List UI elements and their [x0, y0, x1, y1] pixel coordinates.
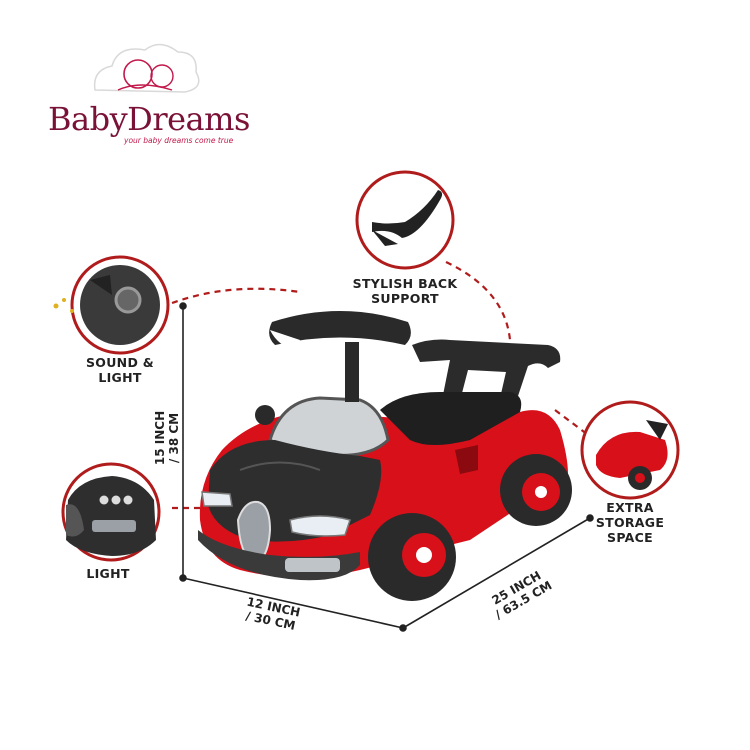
sound-light-text: SOUND & LIGHT	[86, 355, 154, 385]
light-label: LIGHT	[80, 566, 136, 581]
storage-callout	[580, 400, 680, 500]
callout-connectors	[171, 261, 593, 510]
dimension-lines	[179, 302, 594, 632]
back-support-label: STYLISH BACK SUPPORT	[340, 276, 470, 306]
music-note-icon	[53, 298, 74, 313]
back-support-callout	[355, 170, 455, 270]
brand-tagline: your baby dreams come true	[124, 136, 234, 145]
storage-text: EXTRA STORAGE SPACE	[595, 500, 665, 545]
storage-label: EXTRA STORAGE SPACE	[570, 500, 690, 545]
light-text: LIGHT	[86, 566, 130, 581]
sound-light-callout	[70, 255, 170, 355]
height-dimension-label: 15 INCH / 38 CM	[153, 383, 181, 493]
ride-on-car-image	[198, 311, 572, 601]
brand-name-part2: Dreams	[127, 100, 250, 138]
brand-name-part1: Baby	[48, 100, 128, 138]
brand-name: BabyDreams	[48, 100, 250, 138]
back-support-text: STYLISH BACK SUPPORT	[352, 276, 458, 306]
light-callout	[61, 462, 161, 562]
sound-light-label: SOUND & LIGHT	[80, 355, 160, 385]
height-text: 15 INCH / 38 CM	[153, 410, 181, 466]
